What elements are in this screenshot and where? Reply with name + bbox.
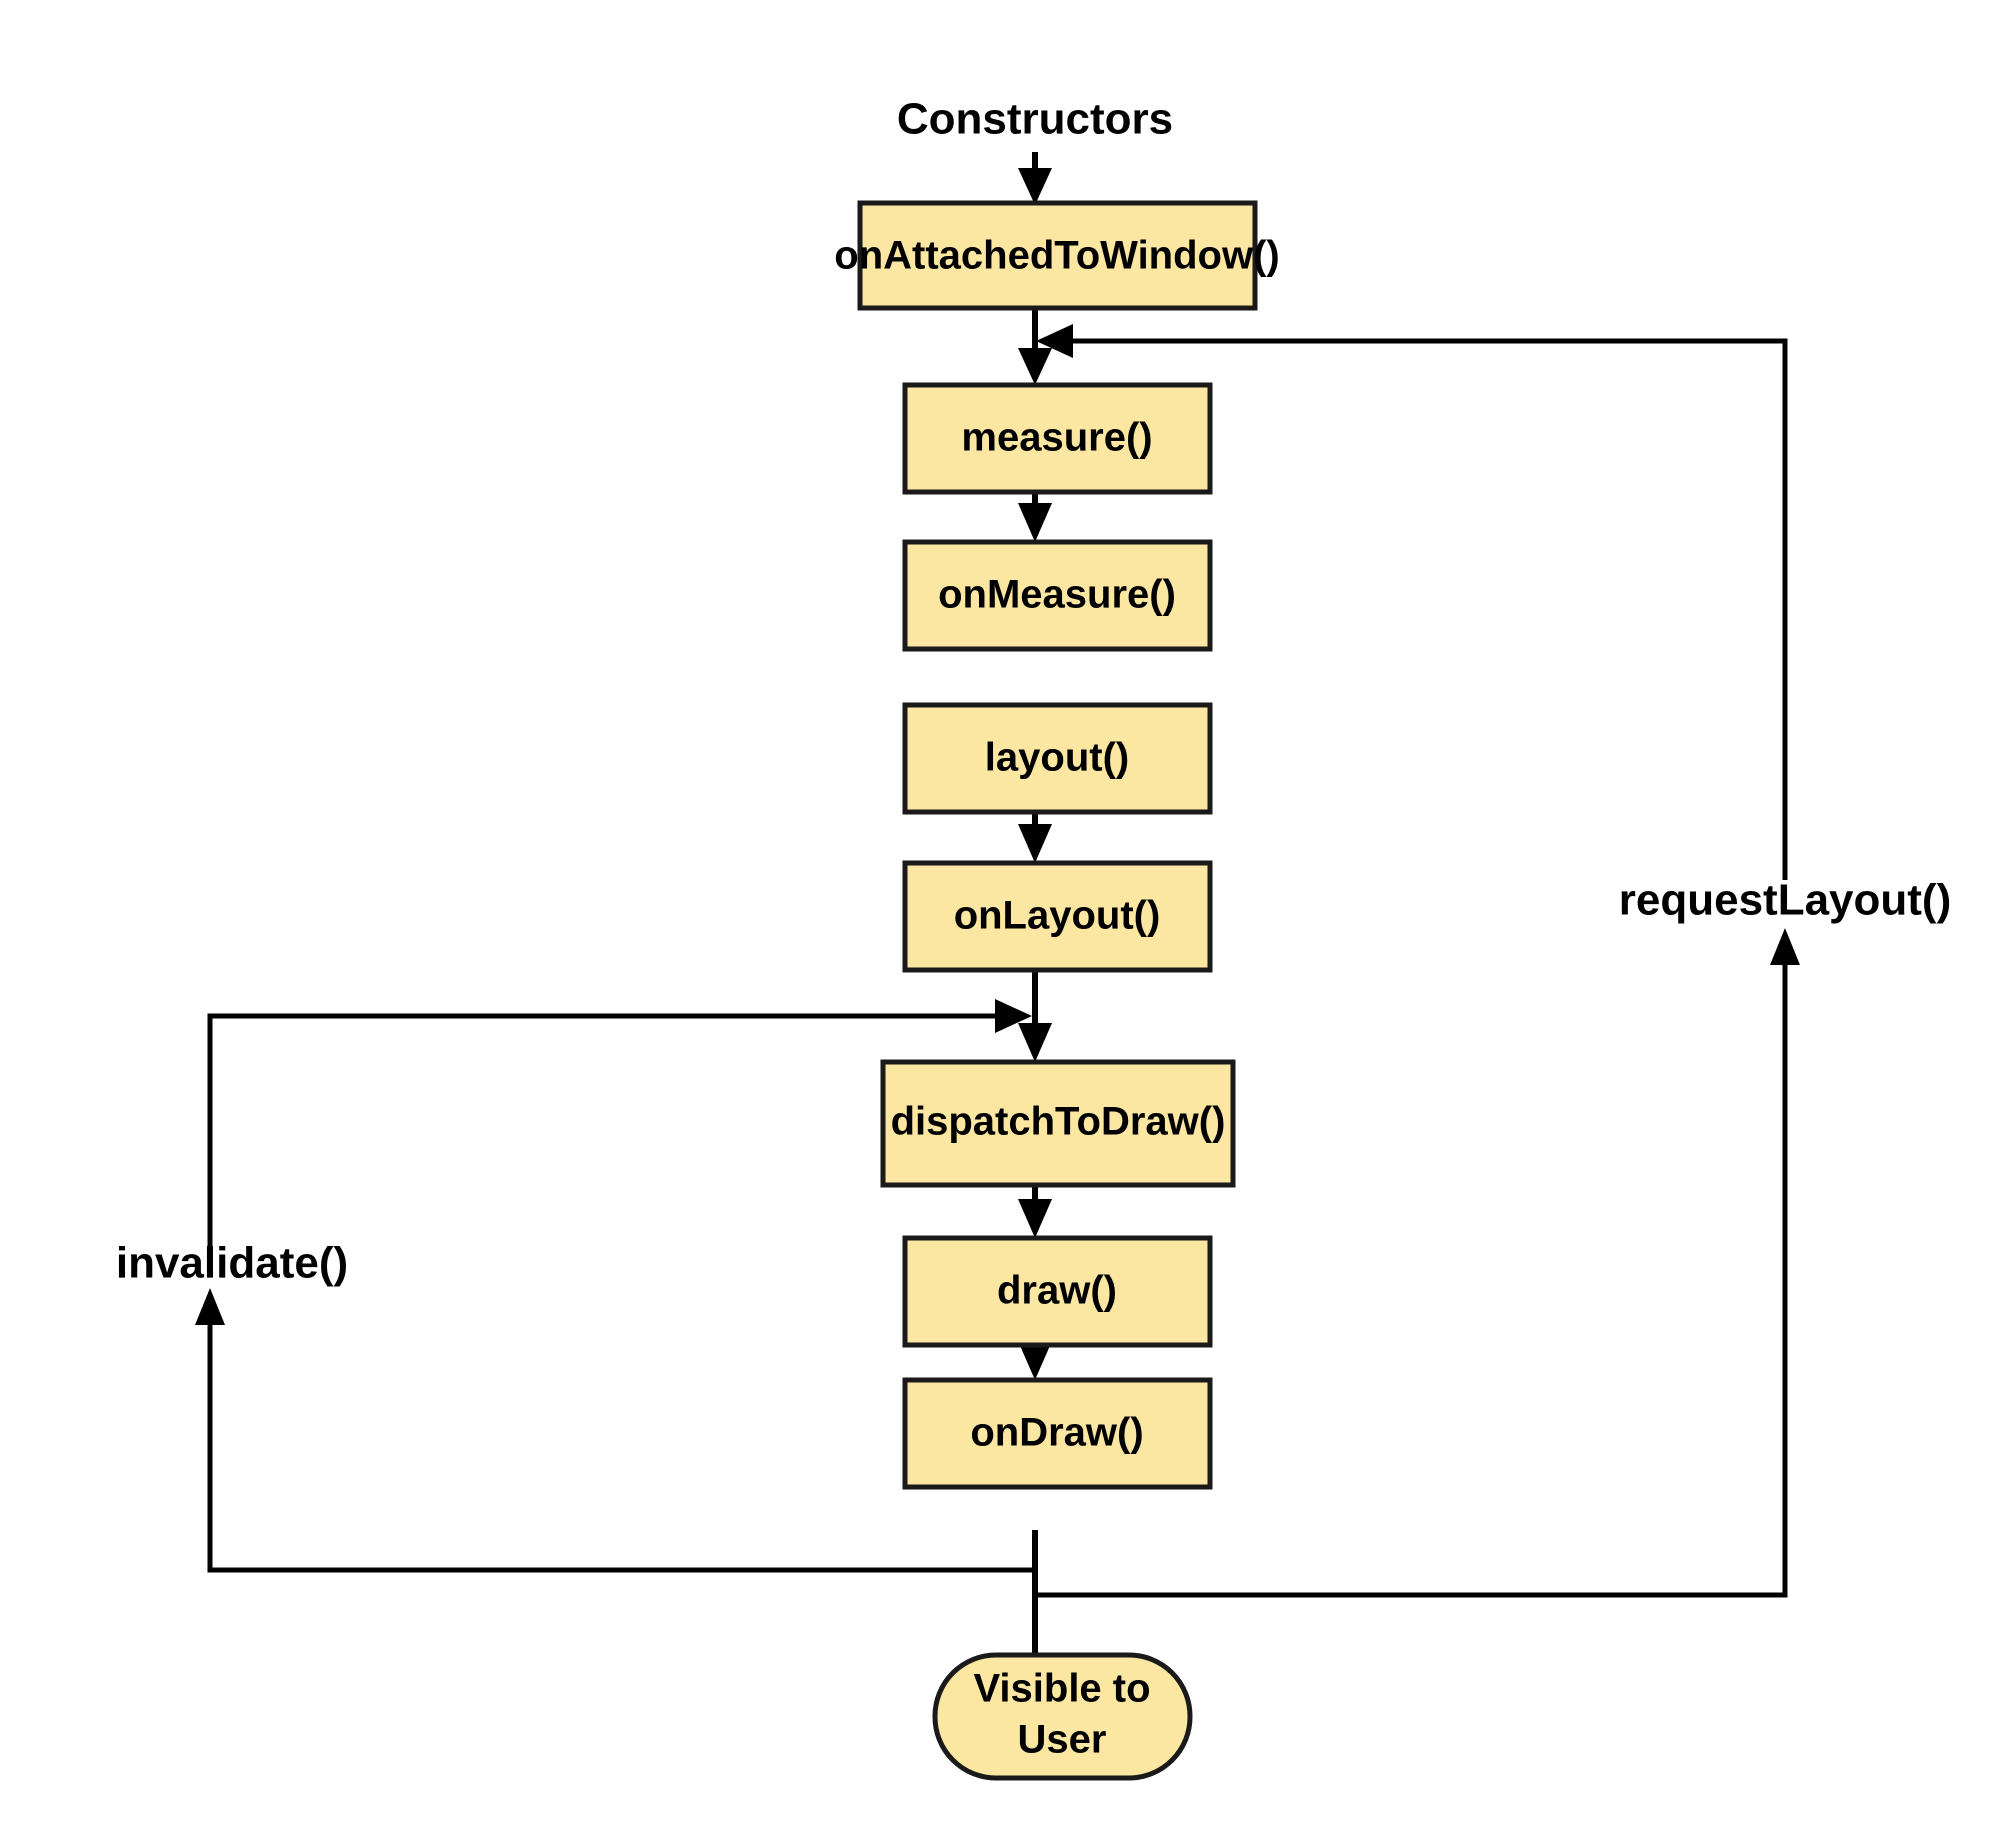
node-label-onmeasure: onMeasure() bbox=[938, 573, 1176, 617]
node-draw[interactable]: draw() bbox=[902, 1235, 1213, 1348]
node-dispatchtodraw[interactable]: dispatchToDraw() bbox=[880, 1059, 1236, 1188]
node-onattachedtowindow[interactable]: onAttachedToWindow() bbox=[834, 200, 1280, 311]
start-label-constructors: Constructors bbox=[897, 95, 1173, 144]
node-label-visibletouser-line2: User bbox=[1018, 1718, 1107, 1762]
node-measure[interactable]: measure() bbox=[902, 382, 1213, 495]
node-ondraw[interactable]: onDraw() bbox=[902, 1377, 1213, 1490]
edge-label-requestlayout: requestLayout() bbox=[1619, 876, 1951, 925]
edge-onattachedtowindow-to-measure bbox=[1018, 308, 1052, 385]
edge-dispatchtodraw-to-draw bbox=[1018, 1185, 1052, 1238]
node-label-ondraw: onDraw() bbox=[970, 1411, 1143, 1455]
edge-onlayout-to-dispatchtodraw bbox=[1018, 970, 1052, 1062]
edge-layout-to-onlayout bbox=[1018, 812, 1052, 863]
edge-invalidate-loop bbox=[195, 999, 1035, 1573]
node-label-layout: layout() bbox=[985, 736, 1129, 780]
edge-constructors-to-onattachedtowindow bbox=[1018, 152, 1052, 205]
edge-measure-to-onmeasure bbox=[1018, 492, 1052, 542]
node-label-measure: measure() bbox=[961, 416, 1152, 460]
node-onlayout[interactable]: onLayout() bbox=[902, 860, 1213, 973]
node-onmeasure[interactable]: onMeasure() bbox=[902, 539, 1213, 652]
edge-requestlayout-loop bbox=[1035, 324, 1800, 1598]
node-visibletouser[interactable]: Visible to User bbox=[932, 1652, 1193, 1781]
node-layout[interactable]: layout() bbox=[902, 702, 1213, 815]
node-label-onlayout: onLayout() bbox=[954, 894, 1161, 938]
node-label-draw: draw() bbox=[997, 1269, 1117, 1313]
node-label-dispatchtodraw: dispatchToDraw() bbox=[891, 1100, 1226, 1144]
edge-label-invalidate: invalidate() bbox=[116, 1239, 348, 1288]
node-label-onattachedtowindow: onAttachedToWindow() bbox=[834, 234, 1279, 278]
node-label-visibletouser-line1: Visible to bbox=[973, 1667, 1150, 1711]
